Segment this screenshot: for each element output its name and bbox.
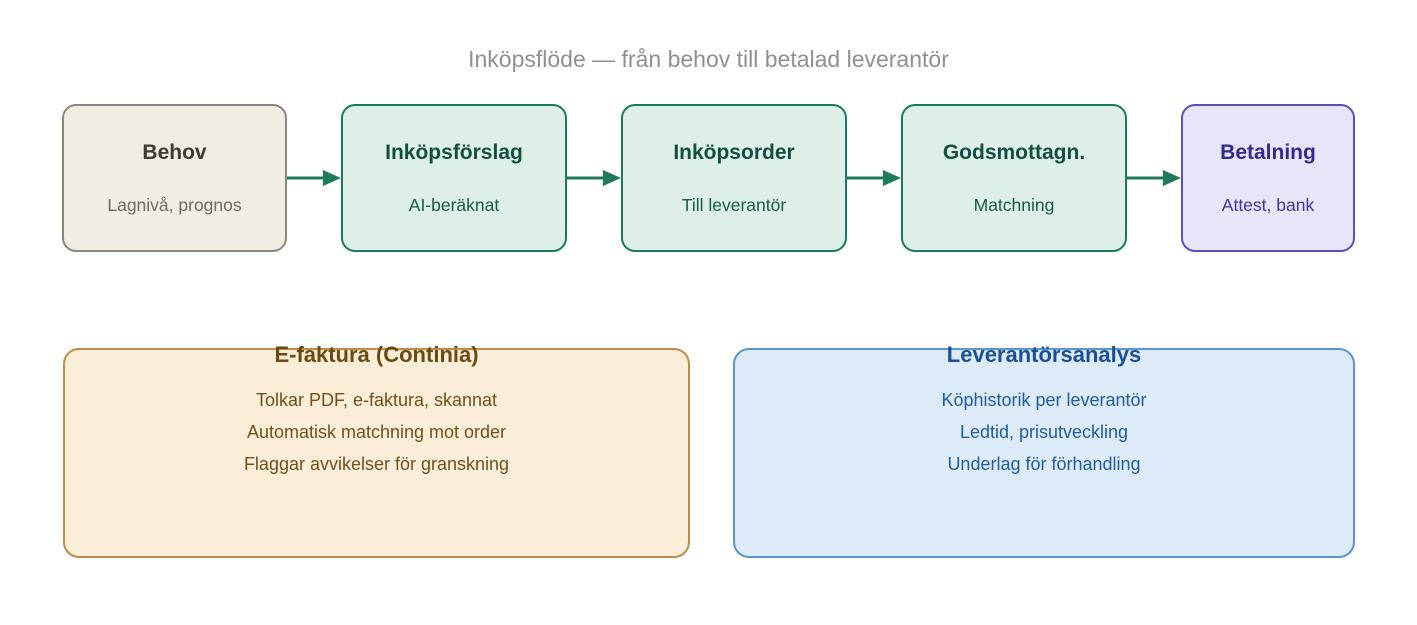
flow-arrow-icon [287,170,341,186]
flow-node-inkopsforslag: Inköpsförslag AI-beräknat [341,104,567,252]
panel-line: Flaggar avvikelser för granskning [243,454,510,474]
panel-line: Tolkar PDF, e-faktura, skannat [255,390,498,410]
node-subtitle: Attest, bank [1221,195,1315,215]
flow-arrow-icon [567,170,621,186]
flow-arrow-icon [847,170,901,186]
flow-node-inkopsorder: Inköpsorder Till leverantör [621,104,847,252]
panel-leverantorsanalys: Leverantörsanalys Köphistorik per levera… [733,342,1355,558]
node-subtitle: Till leverantör [681,195,787,215]
panel-body: Köphistorik per leverantör Ledtid, prisu… [735,350,1353,480]
panel-line: Automatisk matchning mot order [246,422,507,442]
panel-title: Leverantörsanalys [946,342,1142,367]
panel-line: Ledtid, prisutveckling [959,422,1129,442]
node-title: Inköpsförslag [385,141,523,164]
node-title: Godsmottagn. [942,141,1086,164]
flow-node-betalning: Betalning Attest, bank [1181,104,1355,252]
node-title: Behov [142,141,207,164]
node-subtitle: Lagnivå, prognos [107,195,242,215]
node-title: Inköpsorder [673,141,795,164]
flow-node-godsmottagning: Godsmottagn. Matchning [901,104,1127,252]
diagram-title: Inköpsflöde — från behov till betalad le… [468,46,949,72]
flow-node-behov: Behov Lagnivå, prognos [62,104,287,252]
panel-efaktura: E-faktura (Continia) Tolkar PDF, e-faktu… [63,342,690,558]
node-subtitle: Matchning [973,195,1055,215]
panel-line: Köphistorik per leverantör [941,390,1147,410]
flow-arrow-icon [1127,170,1181,186]
panel-line: Underlag för förhandling [947,454,1141,474]
panel-title: E-faktura (Continia) [274,342,479,367]
panel-body: Tolkar PDF, e-faktura, skannat Automatis… [65,350,688,480]
node-subtitle: AI-beräknat [408,195,500,215]
node-title: Betalning [1220,141,1316,164]
flow-row: Behov Lagnivå, prognos Inköpsförslag AI-… [62,104,1355,252]
